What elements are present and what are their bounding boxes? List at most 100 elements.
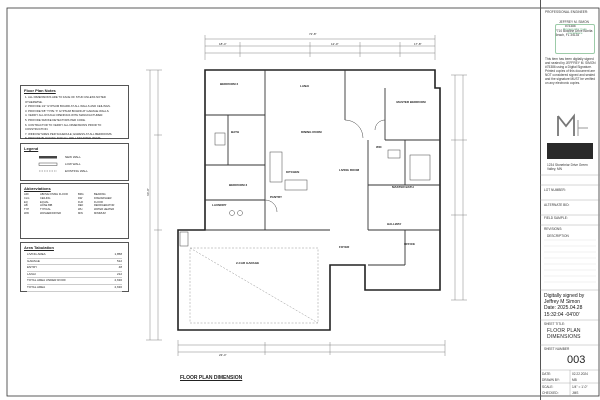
dim-garage-width: 23'-4": [219, 353, 227, 357]
area-name: TOTAL AREA: [27, 284, 46, 289]
abbreviation-meaning: WASHER/DRYER: [40, 211, 62, 215]
code-compliance-seal: Reviewed for Code Compliance: [555, 24, 595, 54]
area-row: LIVING AREA 1,858: [27, 252, 122, 259]
legend-symbols: [38, 156, 58, 172]
model-label: ALTERNATE BID:: [544, 203, 570, 207]
abbreviation-meaning: FLOOR: [94, 200, 103, 204]
area-title: Area Tabulation: [24, 245, 54, 250]
note-item: 1. ALL DIMENSIONS ARE TO FACE OF STUD UN…: [25, 95, 106, 104]
abbreviation-code: CLG: [24, 196, 30, 200]
seal-text: Reviewed for Code Compliance: [563, 27, 587, 35]
dim-left-seg: 18'-4": [219, 42, 227, 46]
digital-signature: Digitally signed by Jeffrey M Simon Date…: [544, 293, 584, 318]
room-label-bedroom-3: BEDROOM 3: [229, 183, 248, 187]
signature-line-3: Date: 2025.04.28: [544, 305, 583, 312]
area-name: TOTAL AREA UNDER ROOF: [27, 278, 66, 283]
note-item: 5. PROVIDE SMOKE DETECTORS PER CODE.: [25, 117, 86, 122]
abbreviation-code: W/D: [24, 211, 30, 215]
abbreviation-meaning: WATER HEATER: [94, 208, 115, 212]
area-name: LIVING AREA: [27, 252, 46, 256]
notes-list: 1. ALL DIMENSIONS ARE TO FACE OF STUD UN…: [21, 95, 128, 141]
area-value: 1,858: [114, 252, 122, 256]
notes-title: Floor Plan Notes: [24, 88, 56, 93]
area-value: 2,630: [114, 278, 122, 283]
abbreviation-code: TYP: [24, 208, 30, 212]
room-label-hallway: HALLWAY: [387, 222, 402, 226]
sheet-title-line-2: DIMENSIONS: [547, 334, 581, 340]
room-label-pantry: PANTRY: [270, 195, 282, 199]
firm-logo: [557, 113, 588, 136]
drawn-value: MB: [572, 378, 577, 382]
engineer-notice: This item has been digitally signed and …: [545, 57, 596, 85]
room-label-living: LIVING ROOM: [339, 168, 360, 172]
abbreviation-code: AFF: [24, 193, 29, 196]
legend-item-new-wall: NEW WALL: [65, 155, 81, 159]
legend-title: Legend: [24, 146, 39, 151]
scale-label: SCALE:: [542, 385, 554, 389]
room-label-bath: BATH: [231, 130, 240, 134]
checked-value: JMS: [572, 391, 579, 395]
area-value: 512: [116, 258, 122, 263]
title-block-grid: [540, 174, 600, 396]
revisions-column: DESCRIPTION: [547, 234, 569, 238]
dim-overall-width: 72'-8": [309, 32, 317, 36]
date-value: 02.22.2024: [572, 372, 588, 376]
area-row: TOTAL AREA 2,630: [27, 285, 122, 292]
area-value: 48: [118, 265, 122, 270]
room-label-kitchen: KITCHEN: [286, 170, 300, 174]
dim-overall-depth: 64'-0": [145, 188, 150, 196]
abbreviation-code: EQ: [24, 200, 28, 204]
abbreviation-code: WH: [78, 208, 83, 212]
abbreviation-meaning: REFRIGERATOR: [94, 204, 115, 208]
dim-right-seg: 17'-8": [414, 42, 422, 46]
signature-line-1: Digitally signed by: [544, 293, 585, 299]
room-label-office: OFFICE: [404, 242, 415, 246]
legend-item-existing-wall: EXISTING WALL: [65, 169, 88, 173]
room-label-master-bedroom: MASTER BEDROOM: [396, 100, 426, 104]
engineer-name: JEFFREY M. SIMON: [559, 20, 589, 24]
dim-mid-seg: 12'-0": [331, 42, 339, 46]
abbreviation-code: HB: [24, 204, 28, 208]
firm-address: 1234 Stonebriar Drive Green Valley, MN: [547, 163, 588, 171]
abbreviation-code: FLR: [78, 200, 83, 204]
client-label: FIELD SAMPLE:: [544, 216, 568, 220]
drawn-label: DRAWN BY:: [542, 378, 560, 382]
room-label-dining: DINING ROOM: [301, 130, 322, 134]
room-label-garage: 2-CAR GARAGE: [236, 261, 260, 265]
room-label-master-bath: MASTER BATH: [392, 185, 414, 189]
signature-line-2: Jeffrey M Simon: [544, 299, 581, 306]
abbreviation-code: DW: [78, 196, 83, 200]
sheet-title-line-1: FLOOR PLAN: [547, 328, 581, 334]
abbreviation-meaning: DISHWASHER: [94, 196, 112, 200]
note-item: 4. VERIFY ALL ROUGH OPENINGS WITH MANUFA…: [25, 113, 104, 118]
abbreviation-code: REF: [78, 204, 84, 208]
abbreviation-meaning: MINIMUM: [94, 211, 106, 215]
sheet-title-label: SHEET TITLE:: [544, 322, 565, 326]
abbreviations-title: Abbreviations: [24, 186, 51, 191]
scale-value: 1/4" = 1'-0": [572, 385, 588, 389]
abbreviation-meaning: BEARING: [94, 193, 106, 196]
legend-items: NEW WALL LOW WALL EXISTING WALL: [21, 153, 128, 181]
legend-panel: Legend NEW WALL LOW WALL EXISTING WALL: [20, 143, 129, 181]
signature-line-4: 15:32:04 -04'00': [544, 311, 580, 318]
room-label-foyer: FOYER: [339, 245, 350, 249]
revisions-label: REVISIONS:: [544, 227, 563, 231]
abbreviation-meaning: EQUAL: [40, 200, 49, 204]
lot-label: LOT NUMBER:: [544, 188, 566, 192]
engineer-heading: PROFESSIONAL ENGINEER:: [545, 10, 589, 14]
sheet-number: 003: [567, 354, 586, 366]
abbreviation-meaning: TYPICAL: [40, 208, 51, 212]
room-label-wic: WIC: [376, 145, 382, 149]
sheet-number-label: SHEET NUMBER: [544, 347, 570, 351]
engineer-address: 7710 Bowline Drive Bonita Beach, FL 3413…: [555, 29, 593, 37]
area-value: 2,630: [114, 284, 122, 289]
